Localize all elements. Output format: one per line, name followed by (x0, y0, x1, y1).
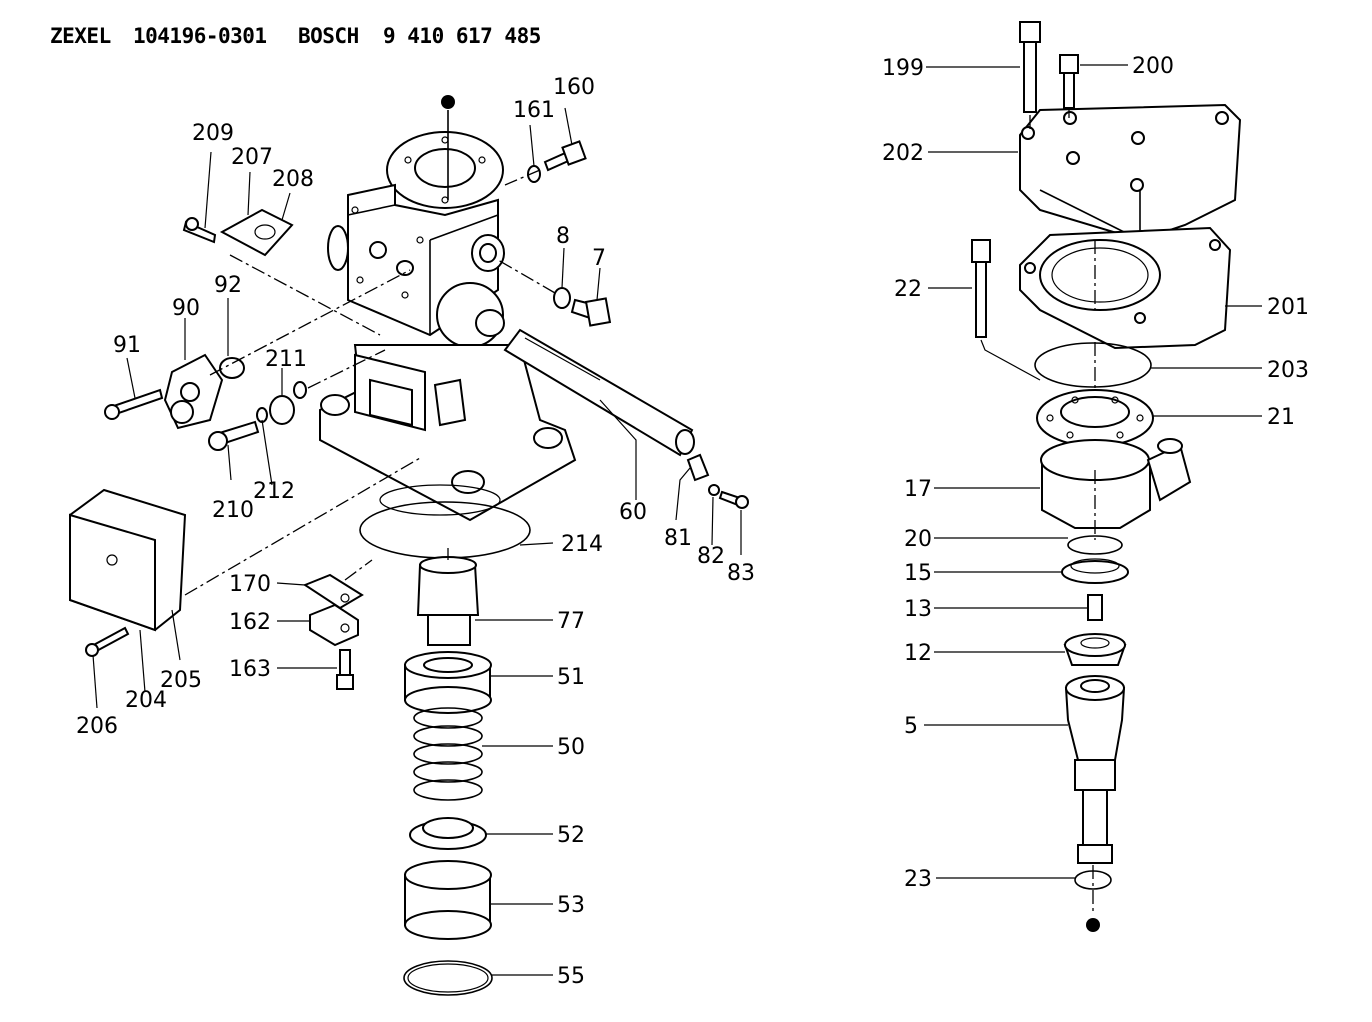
sleeve-53 (404, 860, 492, 940)
header-brand-bosch: BOSCH (298, 24, 359, 48)
flange-21 (1036, 389, 1154, 447)
head-17 (1040, 438, 1192, 529)
cover-202 (1019, 103, 1242, 242)
bolt-200 (1059, 54, 1079, 109)
callout-50: 50 (557, 735, 585, 760)
callout-208: 208 (272, 167, 314, 192)
header-brand-zexel: ZEXEL (50, 24, 111, 48)
lever-assembly-90 (104, 353, 307, 451)
callout-200: 200 (1132, 54, 1174, 79)
bolt-199 (1019, 21, 1041, 113)
callout-82: 82 (697, 544, 725, 569)
callout-81: 81 (664, 526, 692, 551)
callout-206: 206 (76, 714, 118, 739)
callout-207: 207 (231, 145, 273, 170)
callout-52: 52 (557, 823, 585, 848)
cover-plate (69, 488, 187, 657)
callout-204: 204 (125, 688, 167, 713)
callout-12: 12 (904, 641, 932, 666)
callout-83: 83 (727, 561, 755, 586)
callout-5: 5 (904, 714, 918, 739)
callout-55: 55 (557, 964, 585, 989)
callout-202: 202 (882, 141, 924, 166)
housing-201 (1019, 226, 1232, 350)
callout-21: 21 (1267, 405, 1295, 430)
header-part-zexel: 104196-0301 (133, 24, 267, 48)
clamp-170-162-163 (302, 573, 364, 690)
header-part-bosch: 9 410 617 485 (383, 24, 541, 48)
circlip-55 (403, 960, 493, 996)
callout-210: 210 (212, 498, 254, 523)
plug-7-washer-8 (553, 287, 612, 327)
o-ring-203 (1034, 342, 1152, 388)
spring-seat-15 (1061, 558, 1129, 584)
callout-23: 23 (904, 867, 932, 892)
callout-199: 199 (882, 56, 924, 81)
control-rack (503, 328, 695, 457)
callout-214: 214 (561, 532, 603, 557)
callout-7: 7 (592, 246, 606, 271)
callout-161: 161 (513, 98, 555, 123)
callout-13: 13 (904, 597, 932, 622)
callout-8: 8 (556, 224, 570, 249)
callout-77: 77 (557, 609, 585, 634)
callout-211: 211 (265, 347, 307, 372)
valve-12 (1063, 633, 1127, 666)
callout-60: 60 (619, 500, 647, 525)
callout-labels: 160 161 209 207 208 8 7 92 90 91 211 210… (76, 54, 1309, 989)
callout-91: 91 (113, 333, 141, 358)
bracket-assembly-207 (182, 208, 294, 257)
callout-209: 209 (192, 121, 234, 146)
callout-22: 22 (894, 277, 922, 302)
seat-52 (409, 817, 487, 850)
callout-53: 53 (557, 893, 585, 918)
callout-90: 90 (172, 296, 200, 321)
leader-lines (92, 64, 1262, 976)
callout-170: 170 (229, 572, 271, 597)
o-ring-214 (359, 501, 531, 559)
bolt-22 (971, 239, 1041, 381)
ring-20 (1067, 535, 1123, 555)
callout-15: 15 (904, 561, 932, 586)
callout-162: 162 (229, 610, 271, 635)
callout-201: 201 (1267, 295, 1309, 320)
callout-20: 20 (904, 527, 932, 552)
screw-160-washer-161 (527, 140, 587, 183)
callout-51: 51 (557, 665, 585, 690)
plunger-5 (1064, 675, 1126, 864)
callout-163: 163 (229, 657, 271, 682)
callout-92: 92 (214, 273, 242, 298)
fitting-81-83 (686, 453, 749, 509)
callout-17: 17 (904, 477, 932, 502)
callout-160: 160 (553, 75, 595, 100)
callout-203: 203 (1267, 358, 1309, 383)
pump-housing (319, 95, 577, 522)
spring-seat-51 (404, 651, 492, 714)
callout-205: 205 (160, 668, 202, 693)
gear-77 (416, 556, 480, 646)
assembly-axes (184, 108, 1096, 915)
spring-13 (1087, 594, 1103, 621)
callout-212: 212 (253, 479, 295, 504)
spring-50 (413, 707, 483, 801)
